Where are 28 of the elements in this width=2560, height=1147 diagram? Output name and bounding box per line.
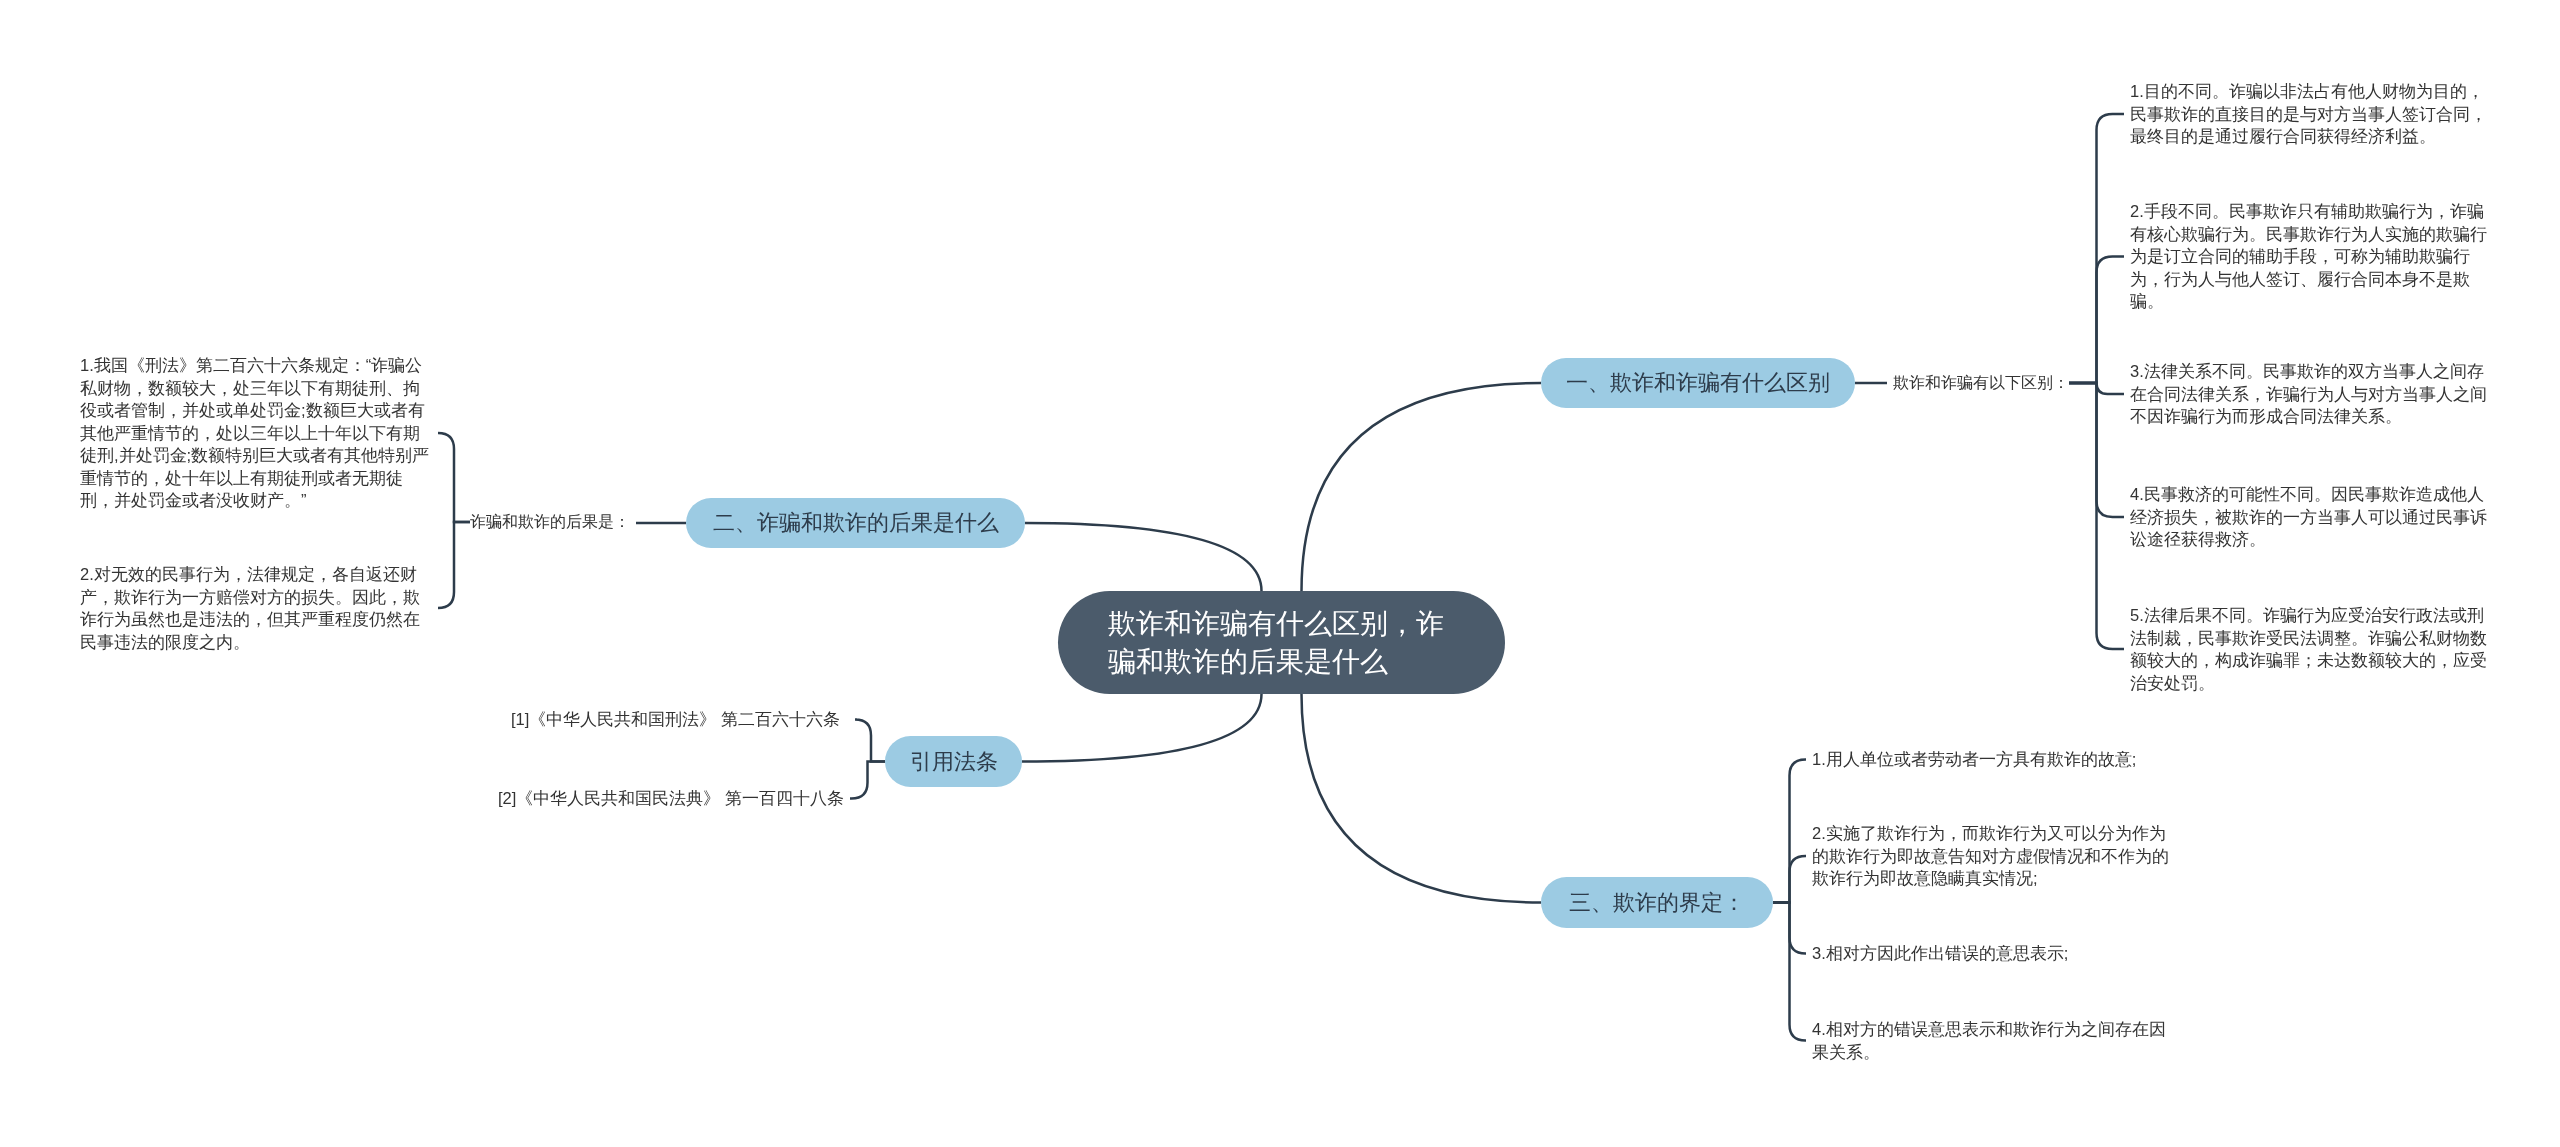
connector-line: [1855, 381, 1887, 385]
central-topic: 欺诈和诈骗有什么区别，诈骗和欺诈的后果是什么: [1058, 591, 1505, 694]
note-text: 1.我国《刑法》第二百六十六条规定：“诈骗公私财物，数额较大，处三年以下有期徒刑、拘役或者管制，并处或单处罚金;数额巨大或者有其他严重情节的，处以三年以上十年以下有期徒刑,并处罚金;数额特别巨大或者有其他特别严重情节的，处十年以上有期徒刑或者无期徒刑，并处罚金或者没收财产。”: [80, 354, 432, 512]
connector-line: [1773, 901, 1807, 1042]
note-text: 2.手段不同。民事欺诈只有辅助欺骗行为，诈骗有核心欺骗行为。民事欺诈行为人实施的欺骗行为是订立合同的辅助手段，可称为辅助欺骗行为，行为人与他人签订、履行合同本身不是欺骗。: [2130, 200, 2495, 313]
subtopic-text: 诈骗和欺诈的后果是：: [470, 511, 630, 533]
subtopic-text: 欺诈和诈骗有以下区别：: [1893, 372, 2069, 394]
connector-line: [1022, 693, 1263, 763]
topic-pill: 引用法条: [885, 736, 1022, 787]
connector-line: [636, 521, 686, 525]
note-text: [1]《中华人民共和国刑法》 第二百六十六条: [511, 708, 851, 731]
connector-line: [1300, 693, 1542, 904]
connector-line: [849, 760, 885, 800]
note-text: 4.相对方的错误意思表示和欺诈行为之间存在因果关系。: [1812, 1018, 2182, 1063]
topic-pill: 二、诈骗和欺诈的后果是什么: [686, 498, 1025, 548]
note-text: 4.民事救济的可能性不同。因民事欺诈造成他人经济损失，被欺诈的一方当事人可以通过民事诉讼途径获得救济。: [2130, 483, 2495, 551]
note-text: 2.实施了欺诈行为，而欺诈行为又可以分为作为的欺诈行为即故意告知对方虚假情况和不作为的欺诈行为即故意隐瞒真实情况;: [1812, 822, 2182, 890]
connector-line: [1300, 381, 1542, 592]
topic-pill: 一、欺诈和诈骗有什么区别: [1541, 358, 1855, 408]
note-text: [2]《中华人民共和国民法典》 第一百四十八条: [498, 787, 844, 810]
connector-line: [1025, 521, 1263, 592]
note-text: 2.对无效的民事行为，法律规定，各自返还财产，欺诈行为一方赔偿对方的损失。因此，欺诈行为虽然也是违法的，但其严重程度仍然在民事违法的限度之内。: [80, 563, 432, 653]
topic-pill: 三、欺诈的界定：: [1541, 877, 1773, 928]
note-text: 1.目的不同。诈骗以非法占有他人财物为目的，民事欺诈的直接目的是与对方当事人签订合同，最终目的是通过履行合同获得经济利益。: [2130, 80, 2495, 148]
note-text: 1.用人单位或者劳动者一方具有欺诈的故意;: [1812, 748, 2182, 771]
note-text: 3.法律关系不同。民事欺诈的双方当事人之间存在合同法律关系，诈骗行为人与对方当事人之间不因诈骗行为而形成合同法律关系。: [2130, 360, 2495, 428]
note-text: 5.法律后果不同。诈骗行为应受治安行政法或刑法制裁，民事欺诈受民法调整。诈骗公私财物数额较大的，构成诈骗罪；未达数额较大的，应受治安处罚。: [2130, 604, 2495, 694]
note-text: 3.相对方因此作出错误的意思表示;: [1812, 942, 2182, 965]
